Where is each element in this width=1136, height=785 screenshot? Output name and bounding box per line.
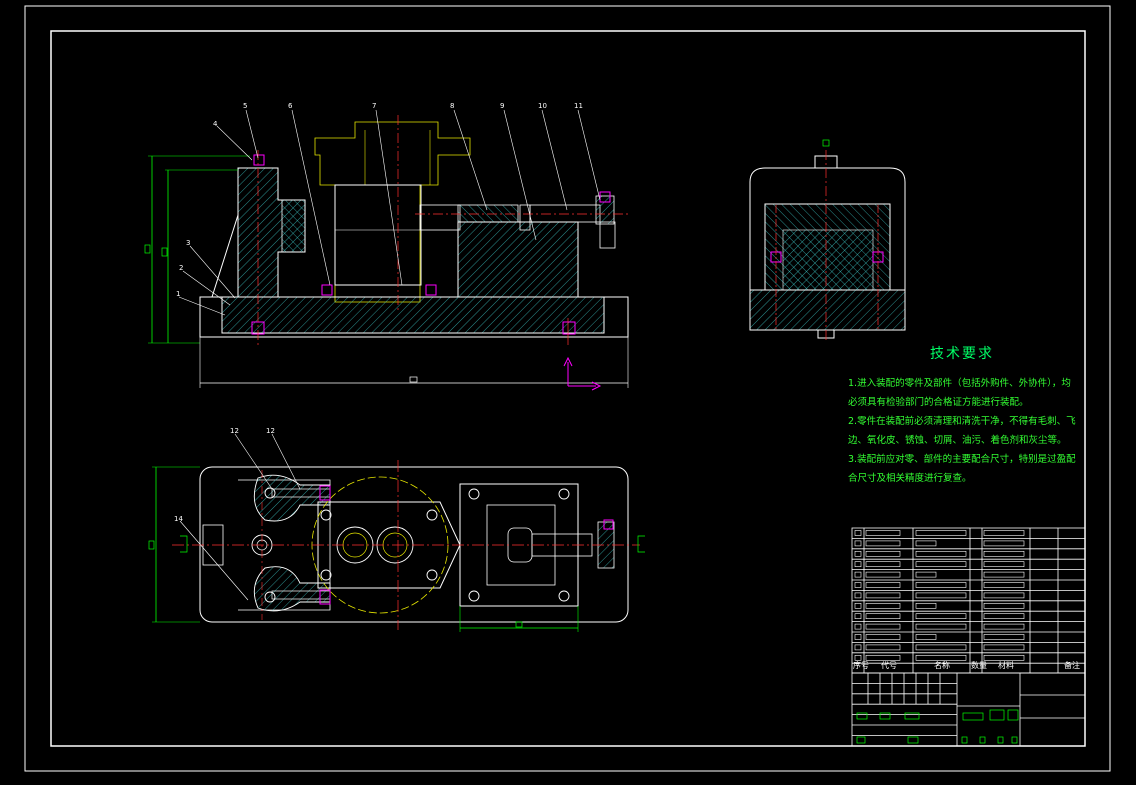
side-view xyxy=(749,139,906,340)
bom-cell-text-placeholder xyxy=(915,540,937,547)
balloon-3: 3 xyxy=(186,239,190,247)
bom-cell-text-placeholder xyxy=(983,582,1025,588)
balloon-6: 6 xyxy=(288,102,293,110)
tb-col-seq: 序号 xyxy=(853,661,869,670)
bom-cell-text-placeholder xyxy=(915,530,967,536)
tb-col-name: 名称 xyxy=(934,661,950,670)
tech-req-line-1: 1.进入装配的零件及部件（包括外购件、外协件），均 xyxy=(848,378,1071,389)
bom-cell-text-placeholder xyxy=(983,571,1025,578)
balloon-9: 9 xyxy=(500,102,504,110)
outer-frame xyxy=(24,5,1111,772)
tb-col-code: 代号 xyxy=(881,661,897,670)
tech-requirements-title: 技术要求 xyxy=(930,346,994,362)
bom-cell-text-placeholder xyxy=(915,592,967,599)
bom-cell-text-placeholder xyxy=(865,530,901,536)
balloon-14: 14 xyxy=(174,515,183,523)
bom-cell-text-placeholder xyxy=(983,623,1025,630)
bom-cell-text-placeholder xyxy=(865,561,901,568)
bom-cell-text-placeholder xyxy=(854,571,862,578)
balloon-5: 5 xyxy=(243,102,247,110)
bom-cell-text-placeholder xyxy=(915,634,937,640)
bom-cell-text-placeholder xyxy=(854,634,862,640)
bom-cell-text-placeholder xyxy=(854,592,862,599)
balloon-7: 7 xyxy=(372,102,376,110)
balloon-2: 2 xyxy=(179,264,183,272)
tb-col-remark: 备注 xyxy=(1064,661,1080,670)
bom-cell-text-placeholder xyxy=(865,540,901,547)
balloon-11: 11 xyxy=(574,102,583,110)
bom-cell-text-placeholder xyxy=(854,550,862,557)
bom-cell-text-placeholder xyxy=(915,654,967,661)
part-leaders xyxy=(178,109,601,316)
bom-cell-text-placeholder xyxy=(865,550,901,557)
bom-cell-text-placeholder xyxy=(865,602,901,609)
bom-cell-text-placeholder xyxy=(983,530,1025,536)
bom-cell-text-placeholder xyxy=(854,561,862,568)
balloon-12b: 12 xyxy=(266,427,275,435)
balloon-12a: 12 xyxy=(230,427,239,435)
bom-cell-text-placeholder xyxy=(854,582,862,588)
bom-cell-text-placeholder xyxy=(915,582,967,588)
bom-cell-text-placeholder xyxy=(983,540,1025,547)
tech-req-line-6: 合尺寸及相关精度进行复查。 xyxy=(848,473,972,484)
bom-cell-text-placeholder xyxy=(983,550,1025,557)
bom-cell-text-placeholder xyxy=(983,561,1025,568)
bom-cells xyxy=(854,530,1025,661)
tb-col-qty: 数量 xyxy=(971,661,987,670)
bom-cell-text-placeholder xyxy=(865,644,901,651)
bom-cell-text-placeholder xyxy=(983,592,1025,599)
bom-cell-text-placeholder xyxy=(915,613,967,620)
top-view xyxy=(148,433,645,632)
bom-cell-text-placeholder xyxy=(915,571,937,578)
bom-cell-text-placeholder xyxy=(983,634,1025,640)
bom-cell-text-placeholder xyxy=(854,623,862,630)
bom-cell-text-placeholder xyxy=(915,602,937,609)
balloon-10: 10 xyxy=(538,102,547,110)
bom-cell-text-placeholder xyxy=(865,613,901,620)
balloon-4: 4 xyxy=(213,120,218,128)
bom-cell-text-placeholder xyxy=(865,654,901,661)
balloon-8: 8 xyxy=(450,102,454,110)
tb-green-cells xyxy=(856,709,1019,744)
bom-cell-text-placeholder xyxy=(854,613,862,620)
bom-cell-text-placeholder xyxy=(983,613,1025,620)
front-view xyxy=(144,115,630,391)
balloon-labels: 1 2 3 4 5 6 7 8 9 10 11 12 12 14 xyxy=(174,102,583,523)
bom-cell-text-placeholder xyxy=(983,644,1025,651)
bom-cell-text-placeholder xyxy=(915,644,967,651)
bom-cell-text-placeholder xyxy=(854,654,862,661)
bom-cell-text-placeholder xyxy=(915,623,967,630)
bom-cell-text-placeholder xyxy=(865,571,901,578)
bom-cell-text-placeholder xyxy=(854,602,862,609)
tech-req-line-4: 边、氧化皮、锈蚀、切屑、油污、着色剂和灰尘等。 xyxy=(848,435,1067,446)
bom-cell-text-placeholder xyxy=(915,561,967,568)
bom-cell-text-placeholder xyxy=(983,654,1025,661)
bom-cell-text-placeholder xyxy=(865,623,901,630)
balloon-1: 1 xyxy=(176,290,180,298)
inner-frame xyxy=(50,30,1086,747)
tech-req-line-5: 3.装配前应对零、部件的主要配合尺寸，特别是过盈配 xyxy=(848,454,1076,465)
bom-cell-text-placeholder xyxy=(983,602,1025,609)
bom-cell-text-placeholder xyxy=(854,540,862,547)
bom-cell-text-placeholder xyxy=(865,592,901,599)
tech-req-line-3: 2.零件在装配前必须清理和清洗干净，不得有毛刺、飞 xyxy=(848,416,1076,427)
bom-cell-text-placeholder xyxy=(865,634,901,640)
tech-req-line-2: 必须具有检验部门的合格证方能进行装配。 xyxy=(848,397,1029,408)
tb-col-material: 材料 xyxy=(998,661,1014,670)
bom-cell-text-placeholder xyxy=(854,530,862,536)
bom-cell-text-placeholder xyxy=(915,550,967,557)
bom-cell-text-placeholder xyxy=(865,582,901,588)
bom-cell-text-placeholder xyxy=(854,644,862,651)
title-block xyxy=(851,527,1086,747)
